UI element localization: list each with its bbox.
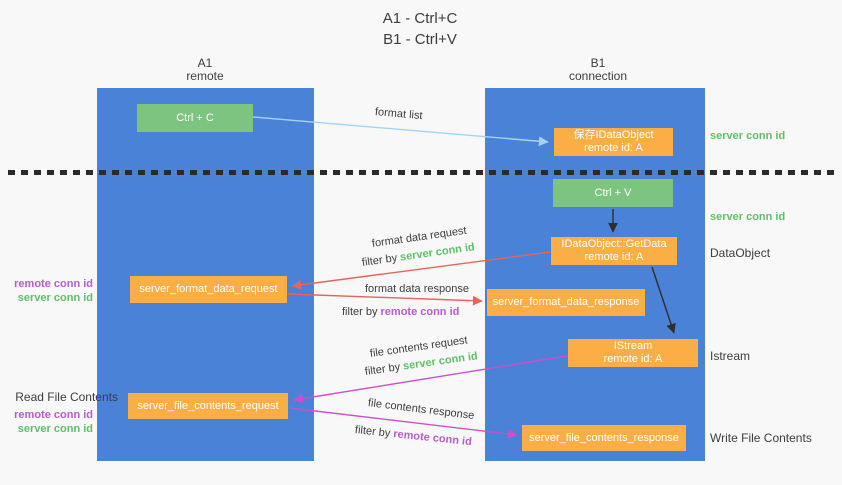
filter-by-prefix-3: filter by xyxy=(364,360,404,378)
format-response-label: server_format_data_response xyxy=(492,296,640,308)
node-server-file-contents-response: server_file_contents_response xyxy=(522,425,686,451)
filter-by-prefix-1: filter by xyxy=(361,251,401,269)
node-server-file-contents-request: server_file_contents_request xyxy=(128,393,288,419)
filter-by-prefix-4: filter by xyxy=(354,424,394,440)
lane-a1-role: remote xyxy=(186,69,224,83)
filter-by-prefix-2: filter by xyxy=(342,306,381,318)
annotation-remote-conn-id-1: remote conn id xyxy=(14,278,93,290)
annotation-server-conn-id-4: server conn id xyxy=(17,423,93,435)
node-ctrl-v: Ctrl + V xyxy=(553,179,673,207)
annotation-remote-conn-id-2: remote conn id xyxy=(14,409,93,421)
lane-header-b1: B1 connection xyxy=(538,57,658,83)
node-idataobject-getdata: IDataObject::GetData remote id: A xyxy=(551,237,677,265)
node-istream: IStream remote id: A xyxy=(568,339,698,367)
lane-b1-name: B1 xyxy=(590,56,606,70)
title-line-2: B1 - Ctrl+V xyxy=(383,31,457,48)
lane-b1-role: connection xyxy=(568,69,628,83)
dotted-separator-line xyxy=(8,170,834,175)
save-idataobject-label: 保存IDataObject xyxy=(573,129,654,141)
ctrl-v-label: Ctrl + V xyxy=(594,186,632,199)
getdata-label: IDataObject::GetData xyxy=(561,238,667,250)
filter-by-value-2: remote conn id xyxy=(380,306,460,318)
diagram-title: A1 - Ctrl+C B1 - Ctrl+V xyxy=(320,8,520,50)
annotation-read-file-contents: Read File Contents xyxy=(15,390,118,404)
annotation-server-conn-id-1: server conn id xyxy=(710,130,786,142)
node-save-idataobject: 保存IDataObject remote id: A xyxy=(554,128,673,156)
file-response-label: server_file_contents_response xyxy=(529,431,679,444)
arrow-format-data-response xyxy=(287,293,483,306)
label-format-list: format list xyxy=(374,106,424,123)
ctrl-c-label: Ctrl + C xyxy=(176,111,214,124)
annotation-istream: Istream xyxy=(710,349,751,363)
save-idataobject-remote-id: remote id: A xyxy=(584,142,643,154)
annotation-server-conn-id-2: server conn id xyxy=(710,211,786,223)
annotation-server-conn-id-3: server conn id xyxy=(17,292,93,304)
lane-a1-name: A1 xyxy=(197,56,213,70)
label-filter-by-remote-conn-id-1: filter by remote conn id xyxy=(342,306,459,318)
node-ctrl-c: Ctrl + C xyxy=(137,104,253,132)
annotation-write-file-contents: Write File Contents xyxy=(710,431,812,445)
istream-remote-id: remote id: A xyxy=(603,353,663,365)
getdata-remote-id: remote id: A xyxy=(584,251,644,263)
annotation-dataobject: DataObject xyxy=(710,246,771,260)
label-format-data-response: format data response xyxy=(365,283,469,295)
lane-header-a1: A1 remote xyxy=(145,57,265,83)
label-file-contents-response: file contents response xyxy=(367,397,475,422)
node-server-format-data-request: server_format_data_request xyxy=(130,276,287,303)
file-request-label: server_file_contents_request xyxy=(137,399,279,412)
label-filter-by-remote-conn-id-2: filter by remote conn id xyxy=(354,424,472,448)
title-line-1: A1 - Ctrl+C xyxy=(382,10,458,27)
format-request-label: server_format_data_request xyxy=(139,283,278,295)
node-server-format-data-response: server_format_data_response xyxy=(487,289,645,316)
istream-label: IStream xyxy=(613,340,653,352)
filter-by-value-4: remote conn id xyxy=(392,428,473,449)
